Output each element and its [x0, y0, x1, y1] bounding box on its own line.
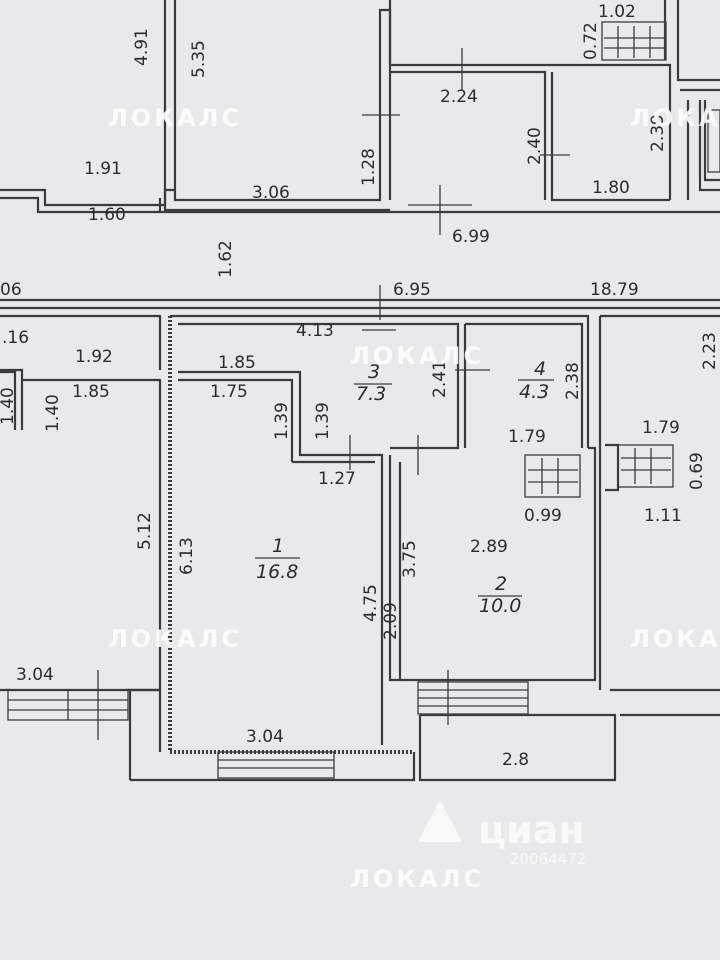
upper-bath-fixture [601, 21, 667, 61]
dim-1-27: 1.27 [318, 469, 356, 489]
upper-walls [0, 0, 720, 214]
room1-window [217, 751, 335, 779]
main-markers [349, 329, 490, 475]
main-apartment-walls [130, 314, 720, 782]
dimension-labels: 4.91 5.35 1.02 0.72 2.24 2.40 2.39 1.91 … [0, 2, 720, 770]
room-2-number: 2 [495, 573, 507, 595]
dim-5-12: 5.12 [135, 512, 155, 550]
dim-2-39: 2.39 [648, 114, 668, 152]
dim-1-60: 1.60 [88, 205, 126, 225]
dim-1-85a: 1.85 [72, 382, 110, 402]
dim-2-24: 2.24 [440, 87, 478, 107]
dim-1-02: 1.02 [598, 2, 636, 22]
dim-2-23: 2.23 [700, 332, 720, 370]
dim-0-99: 0.99 [524, 506, 562, 526]
dim-3-75: 3.75 [400, 540, 420, 578]
cian-logo-icon [418, 800, 462, 842]
dim-1-40b: 1.40 [43, 394, 63, 432]
dim-3-04b: 3.04 [246, 727, 284, 747]
watermark-4: ЛОКАЛС [108, 625, 242, 653]
room-4-area: 4.3 [519, 381, 549, 403]
bath-fixture [524, 454, 581, 498]
room-1-area: 16.8 [256, 561, 298, 583]
dim-1-40a: 1.40 [0, 387, 18, 425]
watermark-5: ЛОКАЛС [630, 625, 720, 653]
dim-2-38: 2.38 [563, 362, 583, 400]
dim-1-62: 1.62 [216, 240, 236, 278]
watermark-1: ЛОКАЛС [108, 104, 242, 132]
dim-1-39a: 1.39 [272, 402, 292, 440]
upper-markers [362, 48, 570, 235]
dim-2-09: 2.09 [381, 602, 401, 640]
room2-window [417, 670, 529, 725]
upper-right-shaft [707, 109, 720, 173]
dim-18-79: 18.79 [590, 280, 639, 300]
room-3-area: 7.3 [356, 383, 386, 405]
watermarks: ЛОКАЛС ЛОКАЛС ЛОКАЛС ЛОКАЛС ЛОКАЛС ЛОКАЛ… [108, 104, 720, 893]
dim-3-06: 3.06 [252, 183, 290, 203]
dim-1-79a: 1.79 [508, 427, 546, 447]
dim-1-85b: 1.85 [218, 353, 256, 373]
dim-0-69: 0.69 [687, 452, 707, 490]
room-2-area: 10.0 [479, 595, 521, 617]
dim-2-40: 2.40 [525, 127, 545, 165]
room-labels: 1 16.8 2 10.0 3 7.3 4 4.3 [255, 358, 554, 617]
cian-listing-id: 20064472 [510, 850, 586, 868]
dim-1-80: 1.80 [592, 178, 630, 198]
room-1-number: 1 [272, 535, 284, 557]
dim-0-72: 0.72 [581, 22, 601, 60]
dim-1-92: 1.92 [75, 347, 113, 367]
room-4-number: 4 [534, 358, 546, 380]
dim-4-75: 4.75 [361, 584, 381, 622]
dim-2-8: 2.8 [502, 750, 529, 770]
dim-6-99: 6.99 [452, 227, 490, 247]
dim-3-04a: 3.04 [16, 665, 54, 685]
dim-16: .16 [2, 328, 29, 348]
watermark-6: ЛОКАЛС [350, 865, 484, 893]
dim-1-75: 1.75 [210, 382, 248, 402]
right-bath-fixture [605, 443, 674, 492]
dim-2-89: 2.89 [470, 537, 508, 557]
dim-4-13: 4.13 [296, 321, 334, 341]
cian-logo: циан 20064472 [418, 800, 586, 868]
watermark-3: ЛОКАЛС [350, 342, 484, 370]
dim-1-11: 1.11 [644, 506, 682, 526]
dim-5-35: 5.35 [189, 40, 209, 78]
cian-brand: циан [478, 808, 585, 852]
watermark-2: ЛОКАЛС [630, 104, 720, 132]
dim-6-13: 6.13 [177, 537, 197, 575]
dim-1-91: 1.91 [84, 159, 122, 179]
dim-06: 06 [0, 280, 22, 300]
dim-4-91: 4.91 [132, 28, 152, 66]
room-3-number: 3 [368, 361, 380, 383]
dim-1-28: 1.28 [359, 148, 379, 186]
left-balcony-window [7, 670, 129, 740]
dim-1-39b: 1.39 [313, 402, 333, 440]
corridor-walls [0, 285, 720, 320]
dim-6-95: 6.95 [393, 280, 431, 300]
dim-1-79b: 1.79 [642, 418, 680, 438]
dim-2-41: 2.41 [430, 360, 450, 398]
